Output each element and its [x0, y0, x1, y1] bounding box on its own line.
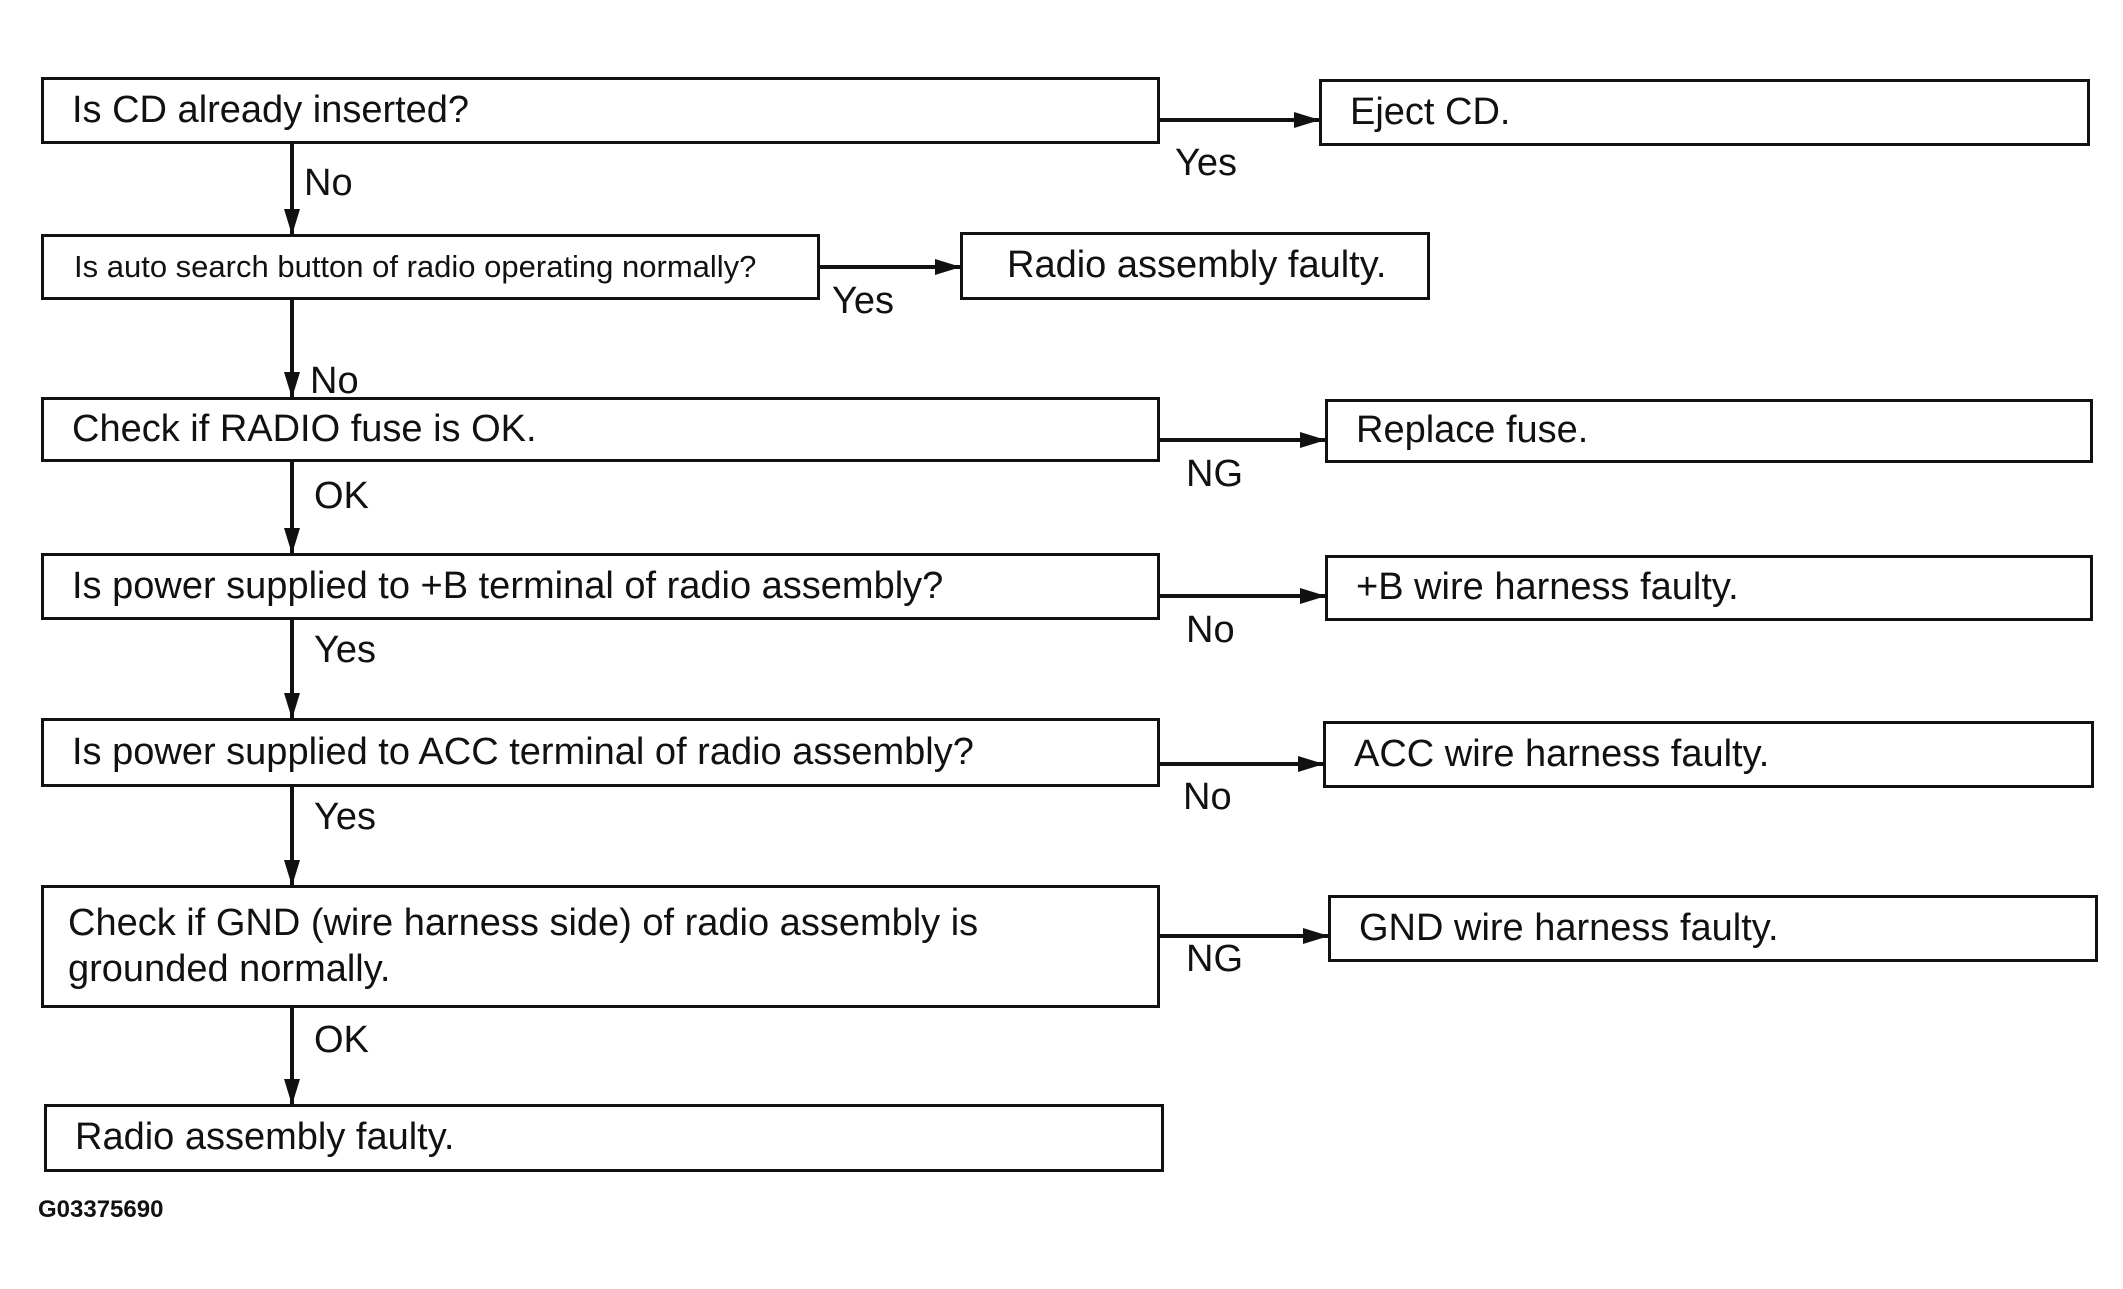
branch-q3-ng: NG: [1186, 453, 1243, 495]
branch-q4-yes: Yes: [314, 629, 376, 671]
branch-q1-no: No: [304, 162, 353, 204]
step-q1-box: Is CD already inserted?: [41, 77, 1160, 144]
branch-q6-ng: NG: [1186, 938, 1243, 980]
branch-q5-yes: Yes: [314, 796, 376, 838]
step-q2-text: Is auto search button of radio operating…: [74, 249, 757, 285]
result-r4-box: +B wire harness faulty.: [1325, 555, 2093, 621]
step-final-box: Radio assembly faulty.: [44, 1104, 1164, 1172]
step-q2-box: Is auto search button of radio operating…: [41, 234, 820, 300]
result-r3-box: Replace fuse.: [1325, 399, 2093, 463]
result-r6-text: GND wire harness faulty.: [1359, 906, 1779, 949]
branch-q6-ok: OK: [314, 1019, 369, 1061]
result-r1-box: Eject CD.: [1319, 79, 2090, 146]
branch-q2-yes: Yes: [832, 280, 894, 322]
result-r1-text: Eject CD.: [1350, 90, 1511, 133]
step-q5-box: Is power supplied to ACC terminal of rad…: [41, 718, 1160, 787]
figure-code: G03375690: [38, 1196, 164, 1223]
branch-q4-no: No: [1186, 609, 1235, 651]
branch-q2-no: No: [310, 360, 359, 402]
result-r5-text: ACC wire harness faulty.: [1354, 732, 1770, 775]
branch-q1-yes: Yes: [1175, 142, 1237, 184]
step-q6-box: Check if GND (wire harness side) of radi…: [41, 885, 1160, 1008]
result-r3-text: Replace fuse.: [1356, 409, 1589, 452]
result-r5-box: ACC wire harness faulty.: [1323, 721, 2094, 788]
step-q3-box: Check if RADIO fuse is OK.: [41, 397, 1160, 462]
step-q5-text: Is power supplied to ACC terminal of rad…: [72, 730, 974, 773]
result-r6-box: GND wire harness faulty.: [1328, 895, 2098, 962]
step-q1-text: Is CD already inserted?: [72, 88, 470, 131]
step-q4-box: Is power supplied to +B terminal of radi…: [41, 553, 1160, 620]
branch-q5-no: No: [1183, 776, 1232, 818]
step-q3-text: Check if RADIO fuse is OK.: [72, 407, 537, 450]
result-r2-box: Radio assembly faulty.: [960, 232, 1430, 300]
step-q4-text: Is power supplied to +B terminal of radi…: [72, 564, 944, 607]
branch-q3-ok: OK: [314, 475, 369, 517]
step-q6-text: Check if GND (wire harness side) of radi…: [68, 901, 979, 990]
step-final-text: Radio assembly faulty.: [75, 1116, 455, 1159]
result-r4-text: +B wire harness faulty.: [1356, 566, 1739, 609]
result-r2-text: Radio assembly faulty.: [1007, 244, 1387, 287]
